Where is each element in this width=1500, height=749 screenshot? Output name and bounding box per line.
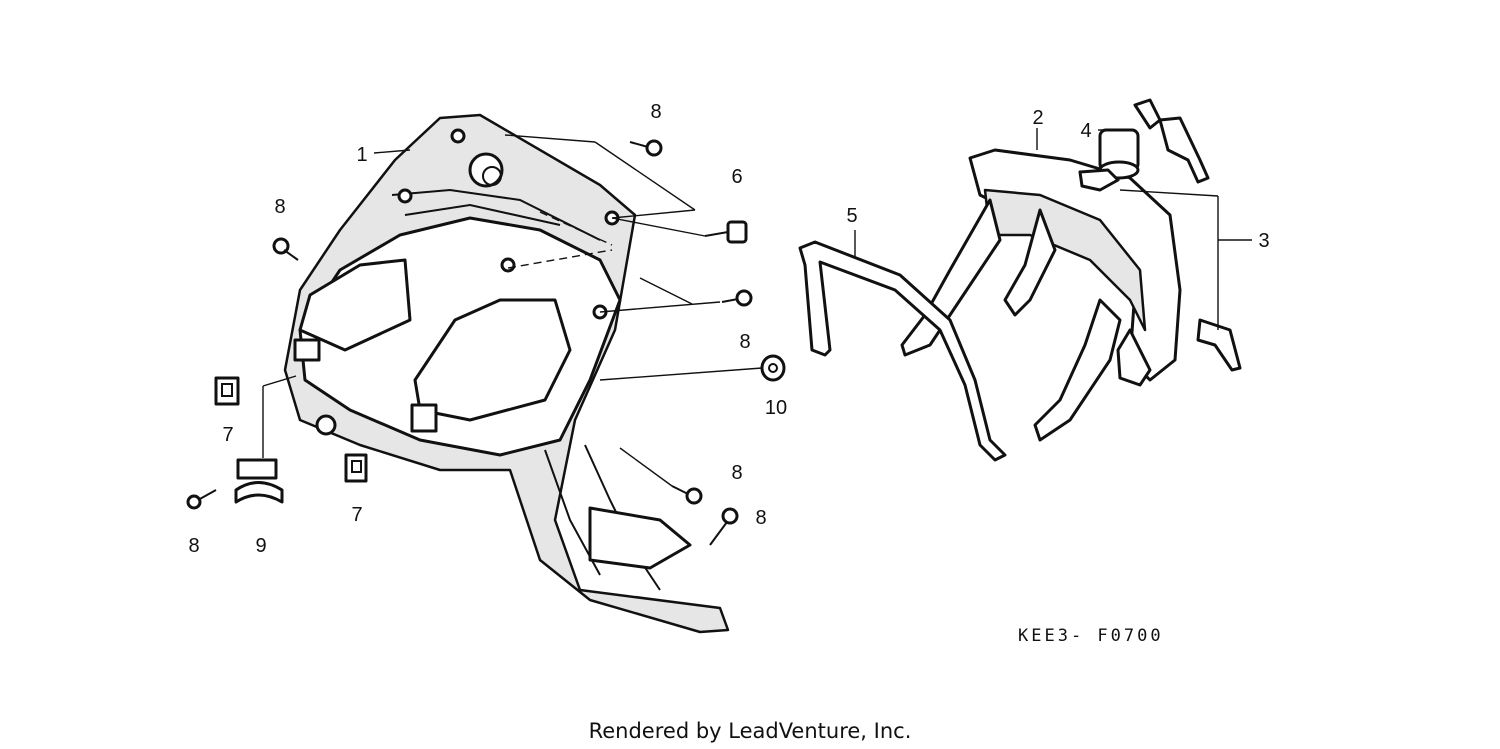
screw-lower-right (709, 507, 739, 546)
callout-1: 1 (356, 144, 367, 166)
callout-10: 10 (765, 397, 787, 419)
callout-8-top: 8 (650, 101, 661, 123)
bolt-part-6 (704, 220, 748, 244)
callout-9: 9 (255, 535, 266, 557)
callout-8-right-mid: 8 (739, 331, 750, 353)
band-part-9 (234, 458, 284, 504)
callout-7-left: 7 (222, 424, 233, 446)
callout-8-lower-left: 8 (188, 535, 199, 557)
leader-lines (262, 128, 1252, 487)
callout-5: 5 (846, 205, 857, 227)
clip-part-7-left (214, 376, 240, 406)
callout-4: 4 (1080, 120, 1091, 142)
callout-8-left-top: 8 (274, 196, 285, 218)
diagram-code: KEE3- F0700 (1018, 626, 1164, 646)
screw-top (629, 139, 663, 157)
lock-cover-part-3 (1078, 168, 1242, 372)
callout-3: 3 (1258, 230, 1269, 252)
grommet-part-10 (760, 354, 786, 382)
inner-cover-part-1 (283, 113, 730, 634)
screw-lower-left (186, 489, 217, 510)
callout-7-mid: 7 (351, 504, 362, 526)
screw-left-top (272, 237, 299, 261)
clip-part-7-mid (344, 453, 368, 483)
screw-right-mid (721, 289, 753, 307)
callout-8-lower-right: 8 (755, 507, 766, 529)
credit-text: Rendered by LeadVenture, Inc. (589, 719, 912, 743)
callout-2: 2 (1032, 107, 1043, 129)
callout-8-lower-mid: 8 (731, 462, 742, 484)
molding-part-5 (798, 240, 1007, 462)
lock-part-4 (1098, 98, 1210, 184)
callout-6: 6 (731, 166, 742, 188)
screw-lower-mid (671, 485, 703, 505)
front-cover-part-2 (900, 148, 1182, 442)
